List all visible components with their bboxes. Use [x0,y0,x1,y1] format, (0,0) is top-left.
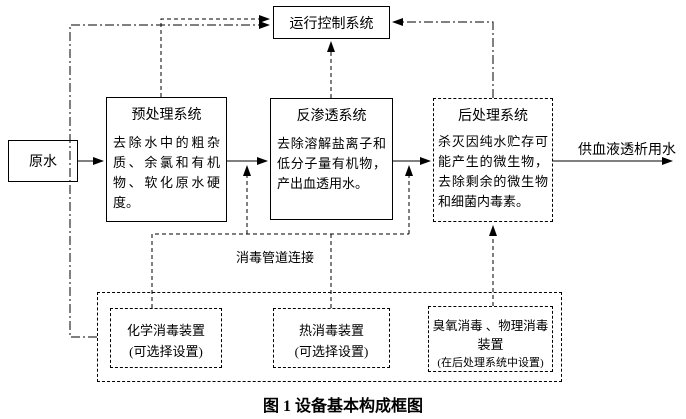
chemical-disinfection-note: (可选择设置) [129,344,203,359]
post-treatment-description: 杀灭因纯水贮存可能产生的微生物，去除剩余的微生物和细菌内毒素。 [438,134,548,209]
pretreatment-box: 预处理系统 去除水中的粗杂质、余氯和有机物、软化原水硬度。 [106,97,227,222]
reverse-osmosis-description: 去除溶解盐离子和低分子量有机物，产出血透用水。 [277,136,386,191]
post-treatment-title: 后处理系统 [458,109,528,124]
chemical-disinfection-label: 化学消毒装置 [126,323,205,338]
heat-disinfection-note: (可选择设置) [294,344,369,359]
ozone-physical-disinfection-note: (在后处理系统中设置) [437,357,544,369]
reverse-osmosis-title: 反渗透系统 [296,109,367,124]
post-treatment-box: 后处理系统 杀灭因纯水贮存可能产生的微生物，去除剩余的微生物和细菌内毒素。 [433,98,553,222]
reverse-osmosis-box: 反渗透系统 去除溶解盐离子和低分子量有机物，产出血透用水。 [270,98,393,220]
ozone-physical-disinfection-box: 臭氧消毒 、物理消毒 装置 (在后处理系统中设置) [428,306,553,372]
control-link-from-post [392,18,494,98]
control-link-from-pretreatment [160,15,270,97]
pretreatment-title: 预处理系统 [131,108,202,123]
disinfection-container-box [97,292,562,382]
raw-water-label: 原水 [29,155,57,170]
output-water-label: 供血液透析用水 [578,143,676,158]
raw-water-box: 原水 [8,140,78,182]
heat-disinfection-box: 热消毒装置 (可选择设置) [273,308,390,368]
figure-caption: 图 1 设备基本构成框图 [262,398,423,415]
ozone-physical-disinfection-label-2: 装置 [477,337,504,352]
control-system-label: 运行控制系统 [289,16,374,32]
disinfection-pipe-main [151,233,409,308]
ozone-physical-disinfection-label: 臭氧消毒 、物理消毒 [432,319,549,333]
pretreatment-description: 去除水中的粗杂质、余氯和有机物、软化原水硬度。 [113,135,220,210]
heat-disinfection-label: 热消毒装置 [298,323,364,338]
control-system-box: 运行控制系统 [273,6,390,39]
chemical-disinfection-box: 化学消毒装置 (可选择设置) [110,308,222,368]
disinfection-pipe-label: 消毒管道连接 [236,250,315,265]
